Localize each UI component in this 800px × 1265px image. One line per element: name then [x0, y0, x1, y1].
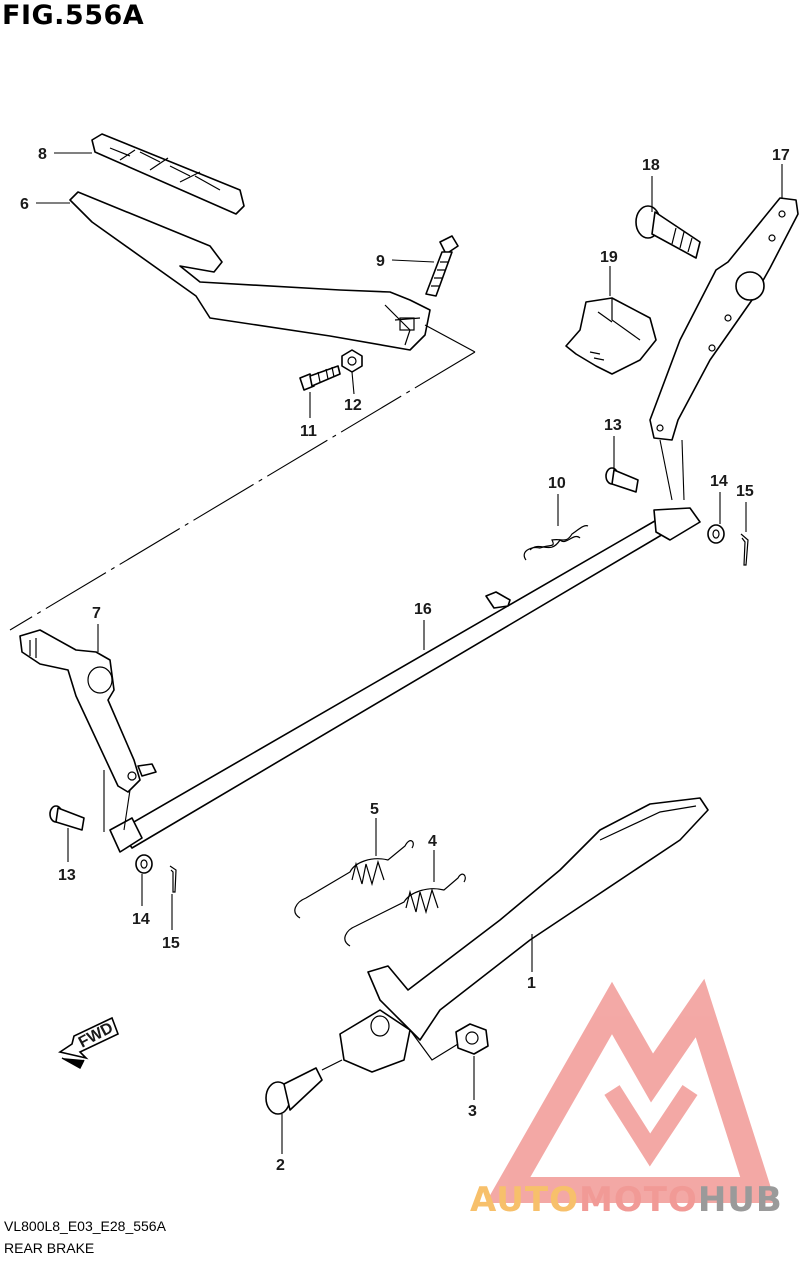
- callout-15-upper: 15: [736, 483, 754, 500]
- forward-arrow-icon: FWD: [58, 1016, 120, 1069]
- washer-14-upper-part[interactable]: [707, 524, 725, 544]
- callout-8: 8: [38, 146, 47, 163]
- brake-pedal-part[interactable]: [69, 191, 431, 351]
- figure-name: REAR BRAKE: [4, 1240, 95, 1256]
- brake-arm-17-part[interactable]: [649, 197, 799, 441]
- pivot-bolt-18-part[interactable]: [635, 205, 701, 259]
- callout-12: 12: [344, 397, 362, 414]
- callout-16: 16: [414, 601, 432, 618]
- spring-5-part[interactable]: [294, 840, 414, 919]
- shaft-lever-7-part[interactable]: [19, 629, 157, 793]
- callout-6: 6: [20, 196, 29, 213]
- brake-rod-16-part[interactable]: [109, 507, 701, 853]
- callout-9: 9: [376, 253, 385, 270]
- watermark-text: AUTOMOTOHUB: [470, 1180, 783, 1220]
- callout-15-lower: 15: [162, 935, 180, 952]
- callout-3: 3: [468, 1103, 477, 1120]
- fwd-label: FWD: [76, 1019, 116, 1051]
- nut-12-part[interactable]: [341, 349, 363, 373]
- bolt-9-part[interactable]: [425, 235, 459, 297]
- callout-1: 1: [527, 975, 536, 992]
- callout-2: 2: [276, 1157, 285, 1174]
- watermark-auto: AUTO: [470, 1180, 579, 1220]
- callout-11: 11: [300, 423, 317, 440]
- callout-14-upper: 14: [710, 473, 728, 490]
- nut-3-part[interactable]: [455, 1023, 489, 1055]
- callout-19: 19: [600, 249, 618, 266]
- watermark-logo: [485, 978, 776, 1203]
- callout-7: 7: [92, 605, 101, 622]
- callout-5: 5: [370, 801, 379, 818]
- watermark-moto: MOTO: [578, 1180, 698, 1220]
- alignment-lines: [103, 324, 685, 1071]
- clevis-pin-13-upper-part[interactable]: [605, 467, 639, 493]
- pedal-rubber-part[interactable]: [91, 133, 245, 215]
- side-stand-1-part[interactable]: [339, 797, 709, 1073]
- leader-lines: [36, 152, 783, 1154]
- reference-line-pedal: [9, 351, 476, 631]
- callout-14-lower: 14: [132, 911, 150, 928]
- figure-code: VL800L8_E03_E28_556A: [4, 1218, 166, 1234]
- callout-13-upper: 13: [604, 417, 622, 434]
- washer-14-lower-part[interactable]: [135, 854, 153, 874]
- watermark-hub: HUB: [697, 1180, 783, 1220]
- cotter-pin-15-upper-part[interactable]: [740, 533, 749, 566]
- clevis-pin-13-lower-part[interactable]: [49, 805, 85, 831]
- bolt-11-part[interactable]: [299, 365, 341, 391]
- callout-13-lower: 13: [58, 867, 76, 884]
- callout-4: 4: [428, 833, 437, 850]
- pivot-bolt-2-part[interactable]: [265, 1067, 323, 1115]
- cover-19-part[interactable]: [565, 297, 657, 375]
- callout-18: 18: [642, 157, 660, 174]
- figure-title: FIG.556A: [2, 0, 145, 31]
- spring-10-part[interactable]: [523, 525, 589, 561]
- spring-4-part[interactable]: [344, 873, 466, 947]
- cotter-pin-15-lower-part[interactable]: [169, 865, 177, 893]
- callout-17: 17: [772, 147, 790, 164]
- callout-10: 10: [548, 475, 566, 492]
- callout-labels: 8 6 9 11 12 18 17 19 13 10 14 15 7 16 5 …: [20, 146, 790, 1174]
